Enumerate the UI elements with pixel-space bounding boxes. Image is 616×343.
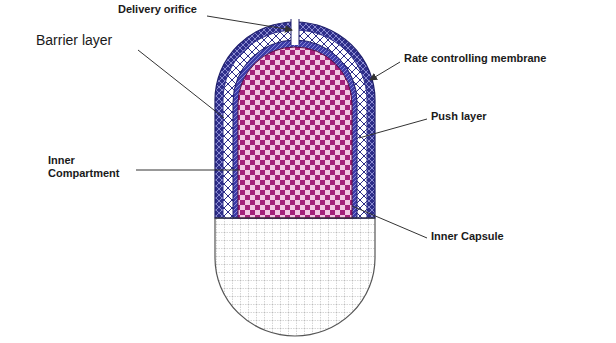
part-label: Push layer xyxy=(431,110,487,123)
part-label: Barrier layer xyxy=(36,32,112,48)
part-label: Rate controlling membrane xyxy=(404,52,546,65)
part-label: Inner Capsule xyxy=(431,230,504,243)
part-label: Inner Compartment xyxy=(48,154,132,179)
part-label: Delivery orifice xyxy=(118,3,197,16)
